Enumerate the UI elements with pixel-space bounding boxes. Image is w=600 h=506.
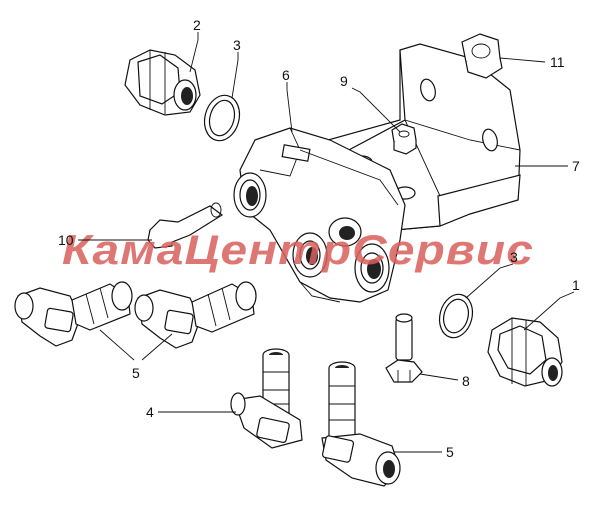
- callout-6: 6: [282, 67, 290, 83]
- leader-5-left: [99, 329, 135, 361]
- callout-3-top: 3: [233, 37, 241, 53]
- elbow-fitting-part-4: [230, 348, 303, 449]
- seal-ring-part-3-top: [203, 94, 241, 142]
- seal-ring-part-3-right: [438, 293, 474, 339]
- callout-3-right: 3: [510, 249, 518, 265]
- callout-4: 4: [146, 404, 154, 420]
- callout-2: 2: [193, 17, 201, 33]
- callout-labels: 1 2 3 3 4 5 5 6 7 8 9 10 11: [58, 17, 580, 460]
- bolt-part-8: [385, 313, 423, 383]
- fitting-part-1: [487, 317, 563, 387]
- elbow-fitting-part-5-left: [14, 281, 133, 347]
- watermark-text: КамаЦентрСервис: [62, 226, 534, 273]
- bolt-part-10: [147, 202, 224, 249]
- elbow-fitting-part-5-bottom: [321, 361, 401, 487]
- callout-5-left: 5: [132, 365, 140, 381]
- fitting-part-2: [124, 49, 201, 116]
- leader-3-top: [231, 52, 239, 99]
- callout-11: 11: [550, 54, 565, 70]
- leader-5-mid: [141, 333, 173, 361]
- leader-9: [351, 87, 401, 133]
- leader-6: [286, 82, 293, 133]
- callout-9: 9: [340, 73, 348, 89]
- leader-8: [419, 373, 459, 381]
- leader-lines: [78, 32, 575, 453]
- callout-1: 1: [572, 277, 580, 293]
- nut-part-11: [461, 33, 503, 79]
- leader-3-right: [465, 263, 514, 299]
- leader-11: [499, 57, 546, 63]
- leader-2: [189, 32, 199, 73]
- callout-5-bottom: 5: [446, 444, 454, 460]
- nut-part-9: [391, 123, 417, 155]
- callout-8: 8: [462, 373, 470, 389]
- leader-1: [523, 291, 575, 331]
- callout-10: 10: [58, 232, 74, 248]
- elbow-fitting-part-5-middle: [134, 281, 257, 349]
- valve-body-part-6: [233, 127, 406, 303]
- callout-7: 7: [572, 158, 580, 174]
